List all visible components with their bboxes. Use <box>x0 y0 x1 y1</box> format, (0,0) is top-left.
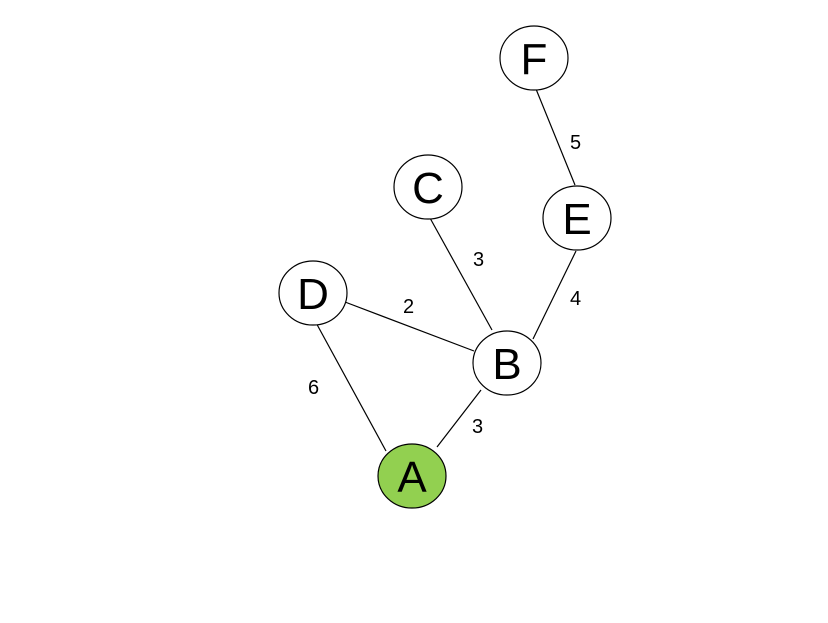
node-a-circle <box>377 443 447 509</box>
edge-weight-d-a: 6 <box>308 377 319 399</box>
node-c-label: C <box>412 164 444 213</box>
edge-a-b <box>436 389 482 448</box>
edge-weight-a-b: 3 <box>472 416 483 438</box>
node-c-circle <box>393 154 463 220</box>
node-d: D <box>278 260 348 326</box>
node-b-label: B <box>492 340 521 389</box>
edge-c-b <box>429 217 493 331</box>
edge-weight-d-b: 2 <box>403 296 414 318</box>
node-d-circle <box>278 260 348 326</box>
node-f: F <box>499 25 569 91</box>
node-a: A <box>377 443 447 509</box>
node-e-label: E <box>562 195 591 244</box>
node-d-label: D <box>297 270 329 319</box>
edge-weight-c-b: 3 <box>473 249 484 271</box>
edge-b-e <box>532 250 577 340</box>
node-f-circle <box>499 25 569 91</box>
node-f-label: F <box>521 35 548 84</box>
node-b: B <box>472 330 542 396</box>
edge-e-f <box>535 88 576 186</box>
edge-d-b <box>344 301 475 352</box>
edge-d-a <box>313 318 387 452</box>
edge-weight-b-e: 4 <box>570 288 581 310</box>
node-b-circle <box>472 330 542 396</box>
node-e: E <box>542 185 612 251</box>
edge-weight-e-f: 5 <box>570 132 581 154</box>
node-a-label: A <box>397 453 427 502</box>
node-e-circle <box>542 185 612 251</box>
node-c: C <box>393 154 463 220</box>
